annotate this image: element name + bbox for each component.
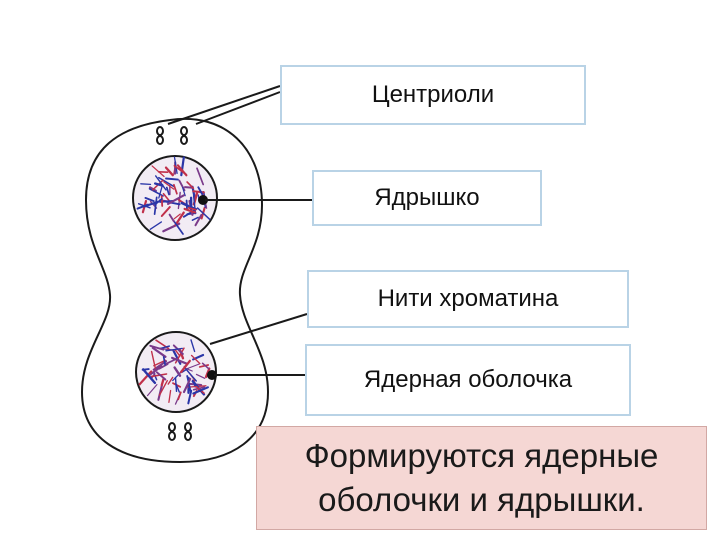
upper-centrioles xyxy=(156,126,188,145)
chromatin-thread xyxy=(158,380,169,396)
chromatin-thread xyxy=(178,179,186,192)
label-chromatin-text: Нити хроматина xyxy=(377,285,559,312)
chromatin-thread xyxy=(166,194,185,205)
chromatin-thread xyxy=(198,364,210,368)
chromatin-thread xyxy=(163,181,175,190)
chromatin-thread xyxy=(195,373,206,379)
chromatin-thread xyxy=(149,221,163,230)
chromatin-thread xyxy=(177,391,182,401)
chromatin-thread xyxy=(174,211,185,227)
chromatin-thread xyxy=(168,213,175,223)
chromatin-thread xyxy=(154,175,167,191)
chromatin-thread xyxy=(146,384,158,397)
chromatin-thread xyxy=(160,377,165,387)
chromatin-thread xyxy=(158,183,164,199)
chromatin-thread xyxy=(173,183,178,195)
chromatin-thread xyxy=(162,355,166,366)
label-nuclear-envelope: Ядерная оболочка xyxy=(305,344,631,416)
chromatin-thread xyxy=(138,370,153,386)
lower-centrioles xyxy=(168,422,192,441)
chromatin-thread xyxy=(183,207,197,214)
chromatin-thread xyxy=(179,359,191,374)
chromatin-thread xyxy=(182,377,192,394)
chromatin-thread xyxy=(153,182,164,187)
chromatin-thread xyxy=(187,207,197,211)
chromatin-thread xyxy=(174,376,178,392)
chromatin-thread xyxy=(196,207,211,221)
chromatin-thread xyxy=(173,156,178,175)
chromatin-thread xyxy=(191,216,199,221)
chromatin-thread xyxy=(182,208,198,218)
chromatin-thread xyxy=(174,349,181,357)
lower-nucleolus xyxy=(207,370,217,380)
chromatin-thread xyxy=(165,347,183,352)
chromatin-thread xyxy=(173,164,188,176)
chromatin-thread xyxy=(185,368,193,372)
label-nucleolus: Ядрышко xyxy=(312,170,542,226)
upper-nucleus xyxy=(132,155,218,241)
chromatin-thread xyxy=(148,188,164,197)
chromatin-thread xyxy=(160,195,164,207)
pointer-centrioles-2 xyxy=(195,91,281,125)
lower-chromatin xyxy=(138,339,211,405)
chromatin-thread xyxy=(182,186,186,197)
chromatin-thread xyxy=(186,375,192,394)
chromatin-thread xyxy=(173,213,181,220)
chromatin-thread xyxy=(153,359,167,367)
chromatin-thread xyxy=(157,384,163,401)
upper-chromatin xyxy=(136,156,211,235)
chromatin-thread xyxy=(140,183,152,186)
chromatin-thread xyxy=(172,219,184,235)
caption-line-1: Формируются ядерные xyxy=(304,437,659,474)
chromatin-thread xyxy=(165,186,170,196)
chromatin-thread xyxy=(153,196,158,215)
chromatin-thread xyxy=(192,386,209,395)
chromatin-thread xyxy=(158,176,175,188)
label-nuclear-envelope-text: Ядерная оболочка xyxy=(363,366,573,393)
pointer-centrioles xyxy=(167,85,281,125)
chromatin-thread xyxy=(143,200,159,208)
chromatin-thread xyxy=(180,201,197,211)
label-chromatin: Нити хроматина xyxy=(307,270,629,328)
chromatin-thread xyxy=(158,363,169,370)
chromatin-thread xyxy=(184,186,194,189)
chromatin-thread xyxy=(137,203,151,209)
chromatin-thread xyxy=(190,354,201,365)
chromatin-thread xyxy=(144,196,155,203)
chromatin-thread xyxy=(164,166,174,177)
lower-nucleus xyxy=(135,331,217,413)
chromatin-thread xyxy=(141,368,150,371)
chromatin-thread xyxy=(141,368,157,385)
label-centrioles: Центриоли xyxy=(280,65,586,125)
pointer-chromatin xyxy=(209,313,308,345)
chromatin-thread xyxy=(194,213,203,227)
chromatin-thread xyxy=(155,371,167,381)
chromatin-thread xyxy=(172,344,184,355)
chromatin-thread xyxy=(192,190,205,194)
chromatin-thread xyxy=(151,346,167,358)
label-centrioles-text: Центриоли xyxy=(371,81,495,108)
chromatin-thread xyxy=(160,206,171,217)
chromatin-thread xyxy=(201,362,210,370)
upper-nucleolus xyxy=(198,195,208,205)
chromatin-thread xyxy=(154,198,163,206)
chromatin-thread xyxy=(165,177,179,181)
chromatin-thread xyxy=(196,167,205,186)
chromatin-thread xyxy=(165,357,179,365)
cell-membrane xyxy=(80,117,270,464)
chromatin-thread xyxy=(167,376,174,385)
label-nucleolus-text: Ядрышко xyxy=(374,184,480,211)
chromatin-thread xyxy=(173,366,182,377)
chromatin-thread xyxy=(184,367,198,382)
caption: Формируются ядерные оболочки и ядрышки. xyxy=(256,426,707,530)
chromatin-thread xyxy=(197,186,205,197)
chromatin-thread xyxy=(168,389,172,403)
caption-line-2: оболочки и ядрышки. xyxy=(318,481,645,518)
chromatin-thread xyxy=(164,200,181,206)
chromatin-thread xyxy=(190,339,196,353)
chromatin-thread xyxy=(149,344,165,351)
chromatin-thread xyxy=(186,181,195,190)
